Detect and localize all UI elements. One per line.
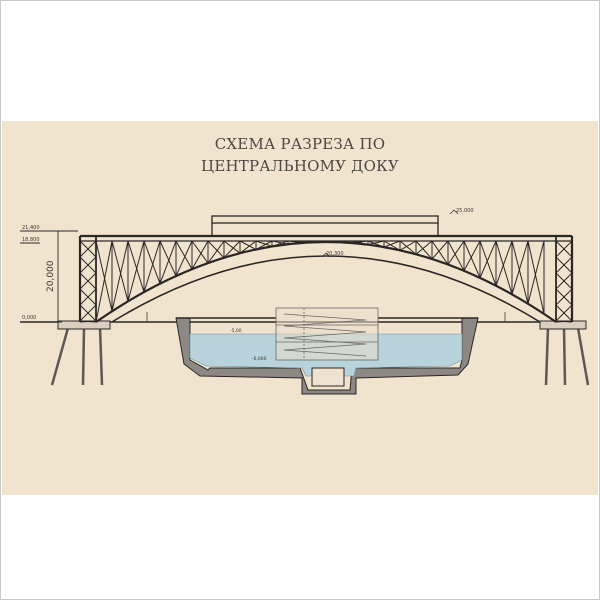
elev-right-top: 25,000 — [456, 208, 474, 214]
truss-diagonal — [351, 240, 369, 244]
truss-diagonal — [383, 240, 401, 251]
truss-diagonal — [319, 240, 337, 243]
elev-arch-top: 20,300 — [326, 251, 344, 257]
truss-diagonal — [111, 240, 129, 312]
left-piles — [50, 327, 104, 386]
elev-left-mid: 18,800 — [22, 237, 40, 243]
bridge-truss — [78, 234, 574, 323]
height-dim-label: 20,000 — [46, 260, 56, 292]
truss-diagonal — [511, 240, 529, 304]
truss-diagonal — [287, 240, 305, 245]
title-line-1: СХЕМА РАЗРЕЗА ПО — [214, 135, 386, 153]
truss-diagonal — [463, 240, 481, 272]
title-line-2: ЦЕНТРАЛЬНОМУ ДОКУ — [201, 157, 399, 175]
tower-brace — [555, 272, 573, 290]
truss-diagonal — [415, 240, 433, 260]
dock-floor-channel — [311, 367, 345, 387]
truss-diagonal — [207, 240, 225, 259]
elev-left-ground: 0,000 — [22, 315, 36, 321]
truss-diagonal — [191, 240, 209, 264]
truss-diagonal — [239, 240, 257, 254]
truss-diagonal — [511, 240, 529, 295]
tower-brace — [79, 240, 97, 258]
truss-diagonal — [399, 240, 417, 255]
truss-diagonal — [447, 240, 465, 272]
right-footing — [539, 320, 587, 330]
truss-diagonal — [127, 240, 145, 302]
truss-diagonal — [447, 240, 465, 265]
truss-diagonal — [159, 240, 177, 284]
truss-diagonal — [367, 240, 385, 248]
tower-brace — [555, 240, 573, 258]
truss-diagonal — [383, 240, 401, 248]
truss-diagonal — [207, 240, 225, 264]
truss-diagonal — [495, 240, 513, 286]
truss-diagonal — [271, 240, 289, 247]
truss-diagonal — [143, 240, 161, 284]
truss-diagonal — [95, 240, 113, 312]
truss-diagonal — [223, 240, 241, 254]
truss-diagonal — [527, 240, 545, 314]
truss-diagonal — [303, 240, 321, 244]
dock-level-1: -5,00 — [230, 328, 242, 334]
height-dimension — [20, 230, 78, 323]
truss-diagonal — [415, 240, 433, 255]
truss-diagonal — [479, 240, 497, 279]
truss-diagonal — [159, 240, 177, 277]
dock-level-2: -6,000 — [252, 356, 267, 362]
truss-diagonal — [431, 240, 449, 260]
truss-diagonal — [95, 240, 113, 323]
caisson — [275, 307, 379, 361]
tower-brace — [79, 304, 97, 322]
truss-diagonal — [367, 240, 385, 246]
tower-brace — [79, 272, 97, 290]
truss-diagonal — [431, 240, 449, 265]
tower-brace — [79, 256, 97, 274]
truss-diagonal — [175, 240, 193, 270]
truss-diagonal — [175, 240, 193, 277]
truss-diagonal — [335, 240, 353, 243]
truss-diagonal — [271, 240, 289, 245]
elev-left-top: 21,400 — [22, 225, 40, 231]
bridge-deck — [211, 215, 439, 224]
tower-brace — [555, 256, 573, 274]
truss-diagonal — [255, 240, 273, 250]
truss-diagonal — [239, 240, 257, 250]
truss-diagonal — [255, 240, 273, 247]
truss-diagonal — [191, 240, 209, 270]
drawing-title: СХЕМА РАЗРЕЗА ПО ЦЕНТРАЛЬНОМУ ДОКУ — [0, 133, 600, 177]
truss-diagonal — [527, 240, 545, 304]
tower-brace — [555, 288, 573, 306]
tower-brace — [555, 304, 573, 322]
truss-diagonal — [351, 240, 369, 246]
arch-inner — [111, 255, 541, 323]
right-piles — [544, 327, 590, 386]
truss-diagonal — [495, 240, 513, 295]
truss-diagonal — [399, 240, 417, 251]
tower-brace — [79, 288, 97, 306]
truss-diagonal — [287, 240, 305, 244]
truss-diagonal — [127, 240, 145, 293]
truss-diagonal — [479, 240, 497, 286]
truss-diagonal — [223, 240, 241, 259]
truss-diagonal — [111, 240, 129, 302]
tower-brace — [79, 320, 97, 323]
level-markers — [146, 209, 506, 322]
truss-diagonal — [463, 240, 481, 279]
tower-brace — [555, 320, 573, 323]
truss-diagonal — [143, 240, 161, 293]
